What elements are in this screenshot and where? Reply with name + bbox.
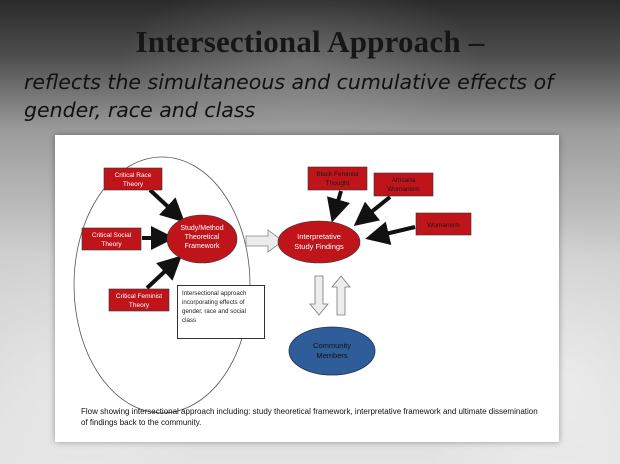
node-community-line2: Members — [316, 351, 348, 360]
node-critical-race-theory-line2: Theory — [123, 181, 144, 188]
node-interpretative-findings: Interpretative Study Findings — [277, 220, 361, 264]
node-black-feminist-thought: Black Feminist Thought — [307, 166, 368, 191]
node-community-members: Community Members — [288, 326, 376, 376]
slide-subtitle: reflects the simultaneous and cumulative… — [24, 70, 554, 122]
node-africana-line2: Womanism — [387, 186, 419, 193]
arrow-study-to-findings — [245, 229, 284, 253]
node-study-method-line3: Framework — [184, 243, 220, 250]
node-critical-social-theory-line2: Theory — [101, 241, 122, 248]
node-critical-race-theory-line1: Critical Race — [115, 172, 152, 179]
arrow-black-feminist-to-findings — [326, 190, 350, 223]
node-black-feminist-line1: Black Feminist — [316, 171, 358, 178]
arrow-community-to-findings — [331, 275, 351, 316]
intersectional-note: Intersectional approach incorporating ef… — [177, 285, 265, 339]
node-womanism: Womanism — [415, 212, 472, 236]
node-community-line1: Community — [313, 341, 351, 350]
node-critical-feminist-theory: Critical Feminist Theory — [108, 288, 170, 312]
node-black-feminist-line2: Thought — [326, 180, 350, 187]
node-critical-social-theory-line1: Critical Social — [92, 232, 132, 239]
slide-title: Intersectional Approach – — [135, 24, 485, 59]
node-interpretative-line2: Study Findings — [294, 242, 344, 251]
arrow-womanism-to-findings — [365, 221, 416, 245]
node-africana-line1: Africana — [392, 177, 416, 184]
node-critical-feminist-theory-line1: Critical Feminist — [116, 293, 162, 300]
arrow-race-to-study — [148, 188, 185, 223]
node-study-method-line1: Study/Method — [180, 225, 223, 232]
diagram-caption: Flow showing intersectional approach inc… — [81, 407, 538, 427]
flow-diagram: Critical Race Theory Critical Social The… — [73, 156, 472, 414]
arrow-findings-to-community — [309, 275, 329, 316]
diagram-panel: Critical Race Theory Critical Social The… — [55, 135, 559, 442]
node-study-method-line2: Theoretical — [185, 234, 220, 241]
node-interpretative-line1: Interpretative — [297, 232, 341, 241]
node-critical-social-theory: Critical Social Theory — [81, 227, 142, 251]
arrow-feminist-to-study — [145, 255, 182, 290]
node-womanism-line1: Womanism — [427, 222, 459, 229]
node-study-method-framework: Study/Method Theoretical Framework — [166, 214, 238, 264]
arrow-africana-to-findings — [353, 195, 392, 226]
node-africana-womanism: Africana Womanism — [373, 172, 434, 197]
node-critical-race-theory: Critical Race Theory — [103, 167, 163, 191]
node-critical-feminist-theory-line2: Theory — [129, 302, 150, 309]
